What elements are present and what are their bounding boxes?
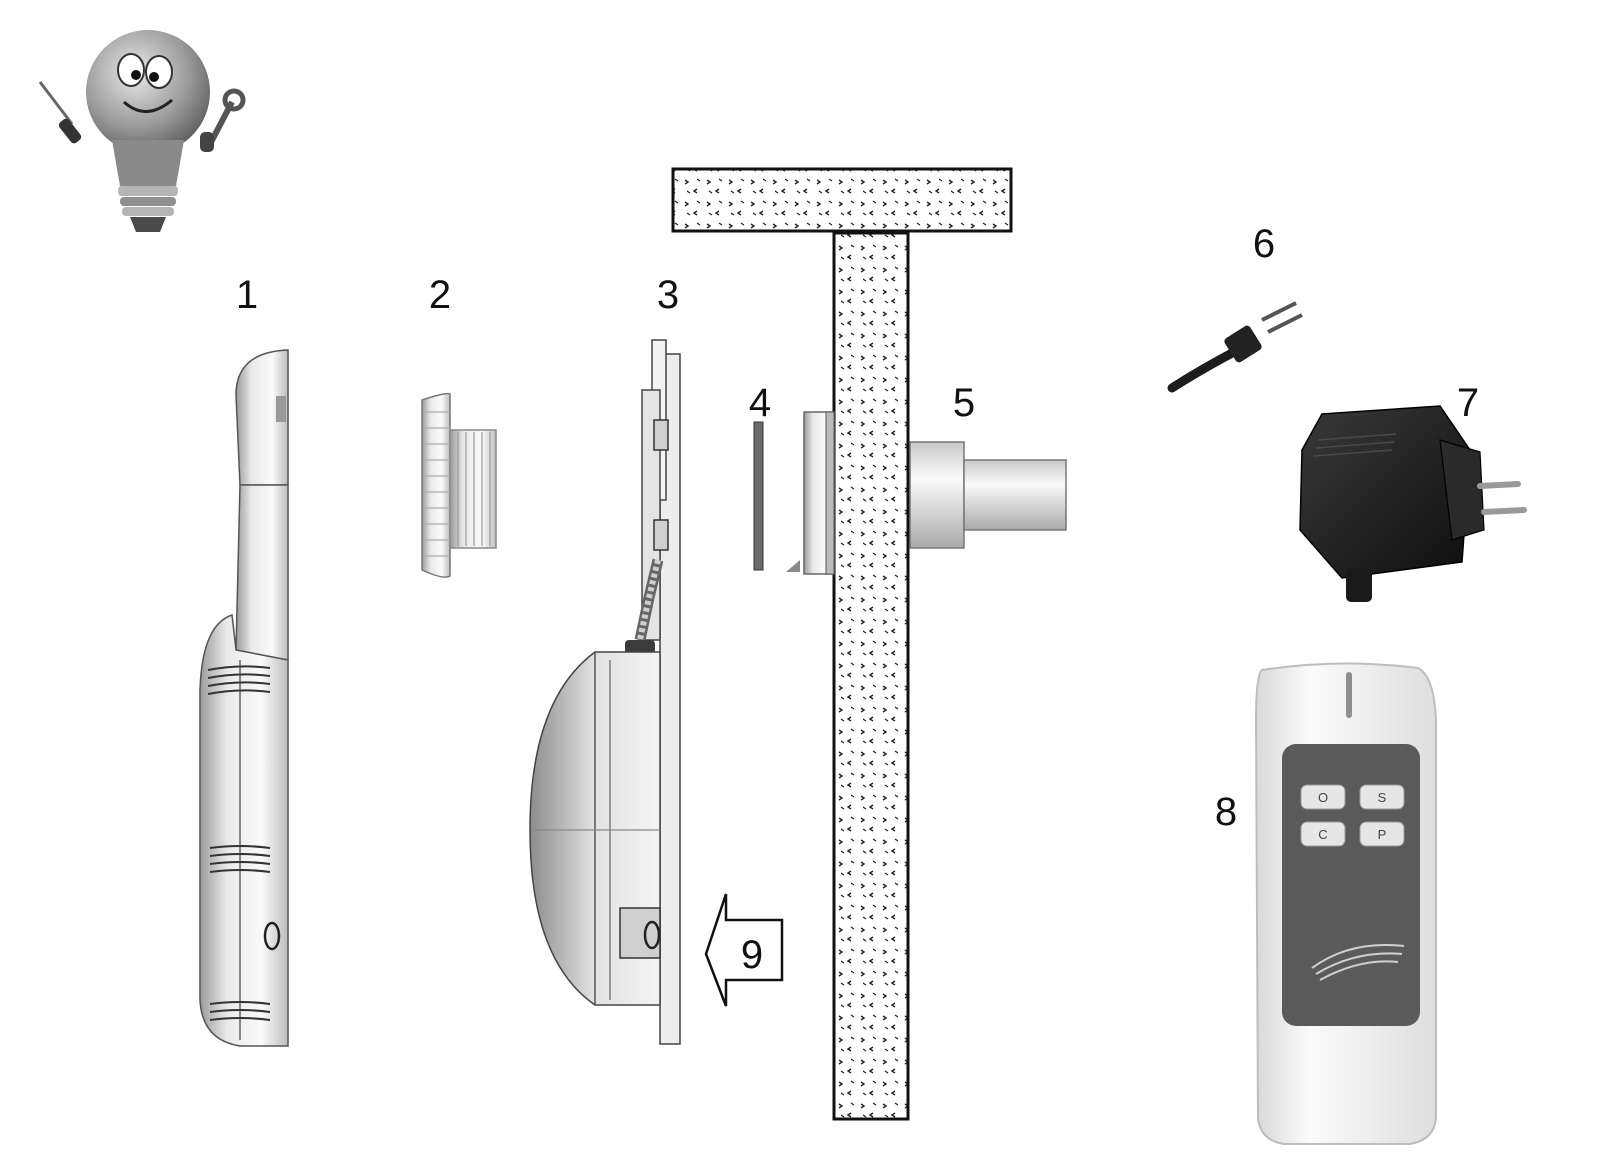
lightbulb-mascot-icon — [38, 30, 246, 232]
label-part-7: 7 — [1457, 381, 1479, 425]
arrow-left-icon — [704, 893, 784, 1007]
part-2-threaded-nozzle — [421, 392, 497, 578]
remote-button-on[interactable]: O — [1300, 784, 1346, 810]
part-7-power-adapter — [1299, 405, 1527, 602]
wave-logo-icon — [1311, 943, 1405, 981]
label-part-1: 1 — [236, 273, 258, 317]
label-part-4: 4 — [749, 381, 771, 425]
remote-button-speed-label: S — [1378, 790, 1387, 805]
part-8-remote-control: O S C P — [1254, 662, 1437, 1145]
pool-wall-section — [671, 167, 1013, 1121]
label-part-2: 2 — [429, 273, 451, 317]
label-part-5: 5 — [953, 381, 975, 425]
label-part-3: 3 — [657, 273, 679, 317]
remote-button-color-label: C — [1318, 827, 1327, 842]
part-6-cable-connector — [1167, 301, 1303, 393]
part-5-wall-flange — [803, 411, 1067, 575]
label-part-6: 6 — [1253, 222, 1275, 266]
remote-button-speed[interactable]: S — [1359, 784, 1405, 810]
part-4-gasket — [753, 421, 800, 572]
label-part-8: 8 — [1215, 790, 1237, 834]
remote-button-color[interactable]: C — [1300, 821, 1346, 847]
remote-button-program[interactable]: P — [1359, 821, 1405, 847]
remote-button-on-label: O — [1318, 790, 1328, 805]
part-3-lamp-body — [529, 339, 681, 1045]
part-1-cover — [199, 349, 289, 1047]
label-part-9: 9 — [741, 933, 763, 977]
remote-button-program-label: P — [1378, 827, 1387, 842]
